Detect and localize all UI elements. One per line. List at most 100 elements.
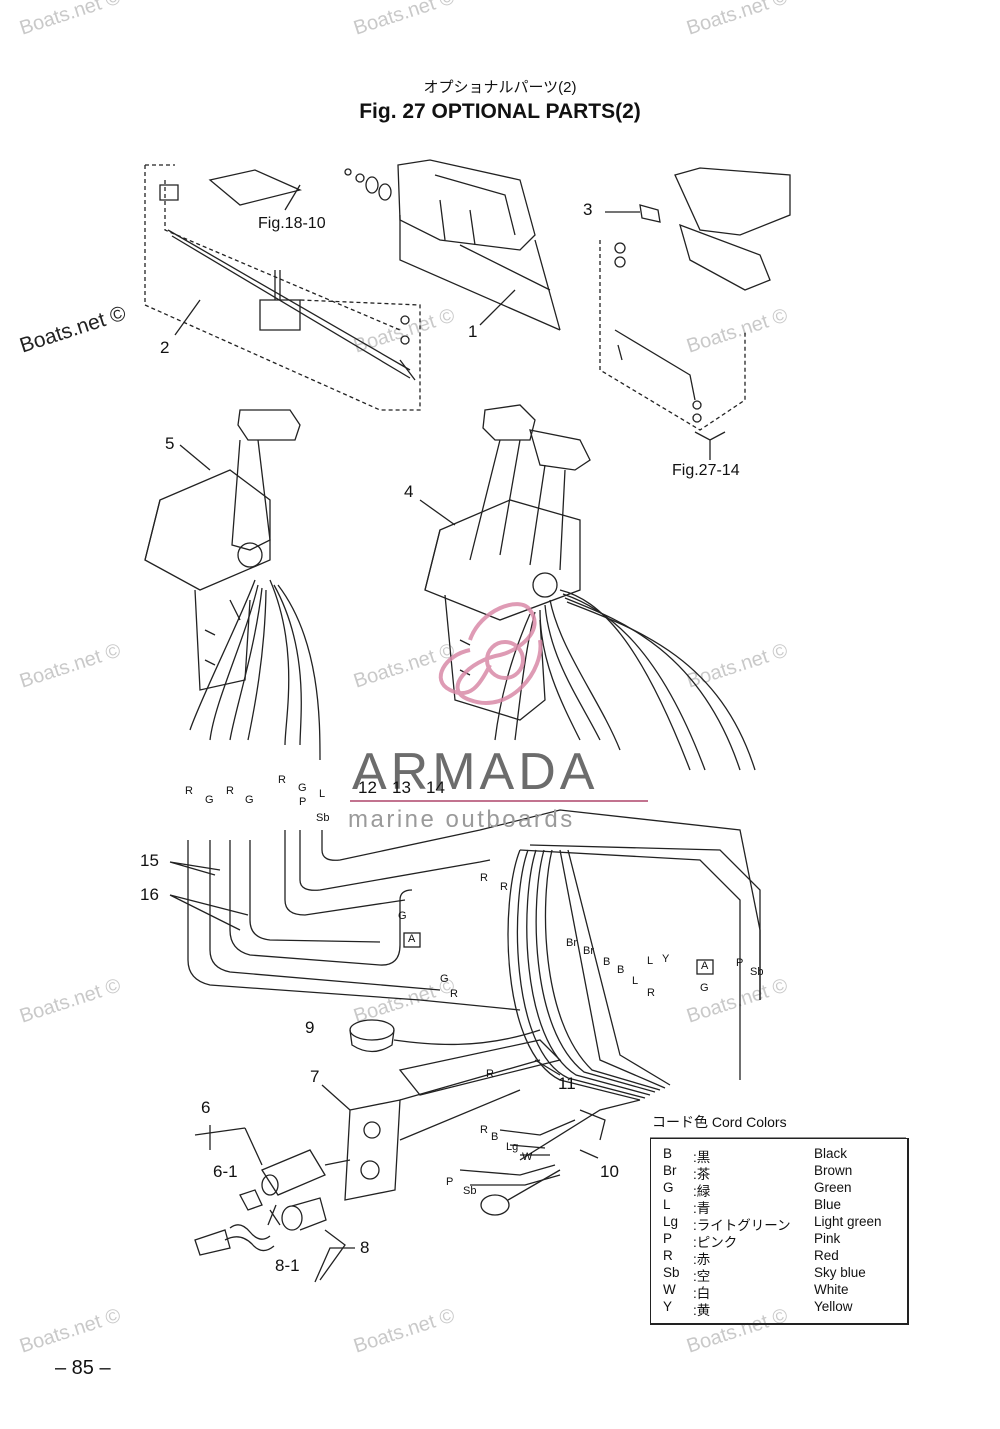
cord-name-jp: :空	[693, 1269, 711, 1284]
remote-kit-3	[599, 167, 791, 431]
callout-9: 9	[305, 1018, 315, 1037]
wire-code-b: B	[617, 964, 625, 976]
wire-code-p: P	[446, 1176, 454, 1188]
leader-8	[314, 1247, 355, 1283]
callout-13: 13	[392, 778, 411, 797]
callout-1: 1	[468, 322, 478, 341]
cord-code: Y	[663, 1299, 673, 1314]
callout-6: 6	[201, 1098, 211, 1117]
fig-ref-18-10: Fig.18-10	[258, 215, 326, 232]
wire-code-r: R	[480, 1124, 488, 1136]
connector-label-a: A	[701, 960, 709, 972]
wire-code-l: L	[319, 788, 326, 800]
wire-code-p: P	[736, 957, 744, 969]
callout-10: 10	[600, 1162, 619, 1181]
wire-code-y: Y	[662, 953, 670, 965]
wire-code-g: G	[440, 973, 449, 985]
leader-10	[579, 1149, 599, 1159]
leader-7	[321, 1084, 351, 1111]
cord-name-en: Brown	[814, 1163, 853, 1178]
cord-name-en: White	[814, 1282, 849, 1297]
cord-name-jp: :黒	[693, 1150, 711, 1165]
leader-16	[169, 894, 249, 931]
cord-code: Lg	[663, 1214, 679, 1229]
remote-control-box-single	[144, 409, 301, 691]
wire-code-r: R	[486, 1068, 494, 1080]
cord-code: L	[663, 1197, 671, 1212]
harness-cables	[187, 809, 761, 1101]
wire-code-g: G	[205, 794, 214, 806]
cord-color-row: Y :黄 Yellow	[651, 1299, 907, 1318]
wire-code-r: R	[500, 881, 508, 893]
wire-code-l: L	[632, 975, 639, 987]
callout-5: 5	[165, 434, 175, 453]
cord-name-en: Blue	[814, 1197, 842, 1212]
wire-code-r: R	[480, 872, 488, 884]
remote-control-box-dual	[424, 404, 591, 721]
cord-name-en: Black	[814, 1146, 848, 1161]
cord-name-jp: :緑	[693, 1184, 711, 1199]
emergency-stop-switch	[194, 1197, 346, 1281]
leader-15	[169, 861, 221, 876]
main-switch	[194, 1127, 351, 1211]
callout-2: 2	[160, 338, 170, 357]
callout-12: 12	[358, 778, 377, 797]
wire-code-p: P	[299, 796, 307, 808]
wire-code-g: G	[398, 910, 407, 922]
callout-8: 8	[360, 1238, 370, 1257]
cord-color-row: P :ピンク Pink	[651, 1231, 907, 1250]
cord-name-en: Green	[814, 1180, 852, 1195]
cord-color-row: Sb :空 Sky blue	[651, 1265, 907, 1284]
cord-colors-table: B :黒 Black Br :茶 Brown G :緑 Green L :青 B…	[650, 1138, 909, 1325]
callout-4: 4	[404, 482, 414, 501]
cord-color-row: B :黒 Black	[651, 1146, 907, 1165]
brand-divider	[350, 800, 648, 802]
callout-7: 7	[310, 1067, 320, 1086]
cord-code: Br	[663, 1163, 677, 1178]
callout-8-1: 8-1	[275, 1256, 300, 1275]
mounting-plate	[344, 1039, 562, 1201]
figure-title: Fig. 27 OPTIONAL PARTS(2)	[359, 100, 641, 123]
callout-16: 16	[140, 885, 159, 904]
cord-code: W	[663, 1282, 676, 1297]
linkage-assembly	[144, 164, 421, 411]
cord-color-row: W :白 White	[651, 1282, 907, 1301]
fig-ref-27-14: Fig.27-14	[672, 462, 740, 479]
wire-code-r: R	[226, 785, 234, 797]
wire-code-g: G	[298, 782, 307, 794]
wire-code-lg: Lg	[506, 1141, 519, 1153]
cord-color-row: G :緑 Green	[651, 1180, 907, 1199]
cord-name-jp: :白	[693, 1286, 711, 1301]
callout-6-1: 6-1	[213, 1162, 238, 1181]
cord-color-row: R :赤 Red	[651, 1248, 907, 1267]
connector-a-box	[696, 959, 714, 975]
wire-code-b: B	[491, 1131, 499, 1143]
wire-code-r: R	[278, 774, 286, 786]
wire-code-r: R	[647, 987, 655, 999]
brand-name: ARMADA	[352, 743, 599, 801]
leader-11	[534, 1059, 561, 1076]
wire-code-sb: Sb	[750, 966, 764, 978]
wire-code-g: G	[700, 982, 709, 994]
wire-code-g: G	[245, 794, 254, 806]
cord-name-en: Pink	[814, 1231, 841, 1246]
cord-name-en: Red	[814, 1248, 839, 1263]
cord-name-en: Light green	[814, 1214, 882, 1229]
harness-box5	[189, 579, 321, 761]
callout-11: 11	[558, 1074, 576, 1093]
cord-name-en: Yellow	[814, 1299, 853, 1314]
sub-harness	[459, 1099, 641, 1216]
leader-fig18	[284, 184, 301, 211]
cord-code: B	[663, 1146, 673, 1161]
leader-1	[479, 289, 516, 326]
wire-code-b: B	[603, 956, 611, 968]
cord-code: Sb	[663, 1265, 680, 1280]
wire-code-r: R	[185, 785, 193, 797]
wire-code-sb: Sb	[463, 1185, 477, 1197]
cord-colors-title: コード色 Cord Colors	[652, 1114, 787, 1130]
leader-2	[174, 299, 201, 336]
cord-name-jp: :青	[693, 1201, 711, 1216]
connector-a-box	[403, 932, 421, 948]
cord-color-row: L :青 Blue	[651, 1197, 907, 1216]
